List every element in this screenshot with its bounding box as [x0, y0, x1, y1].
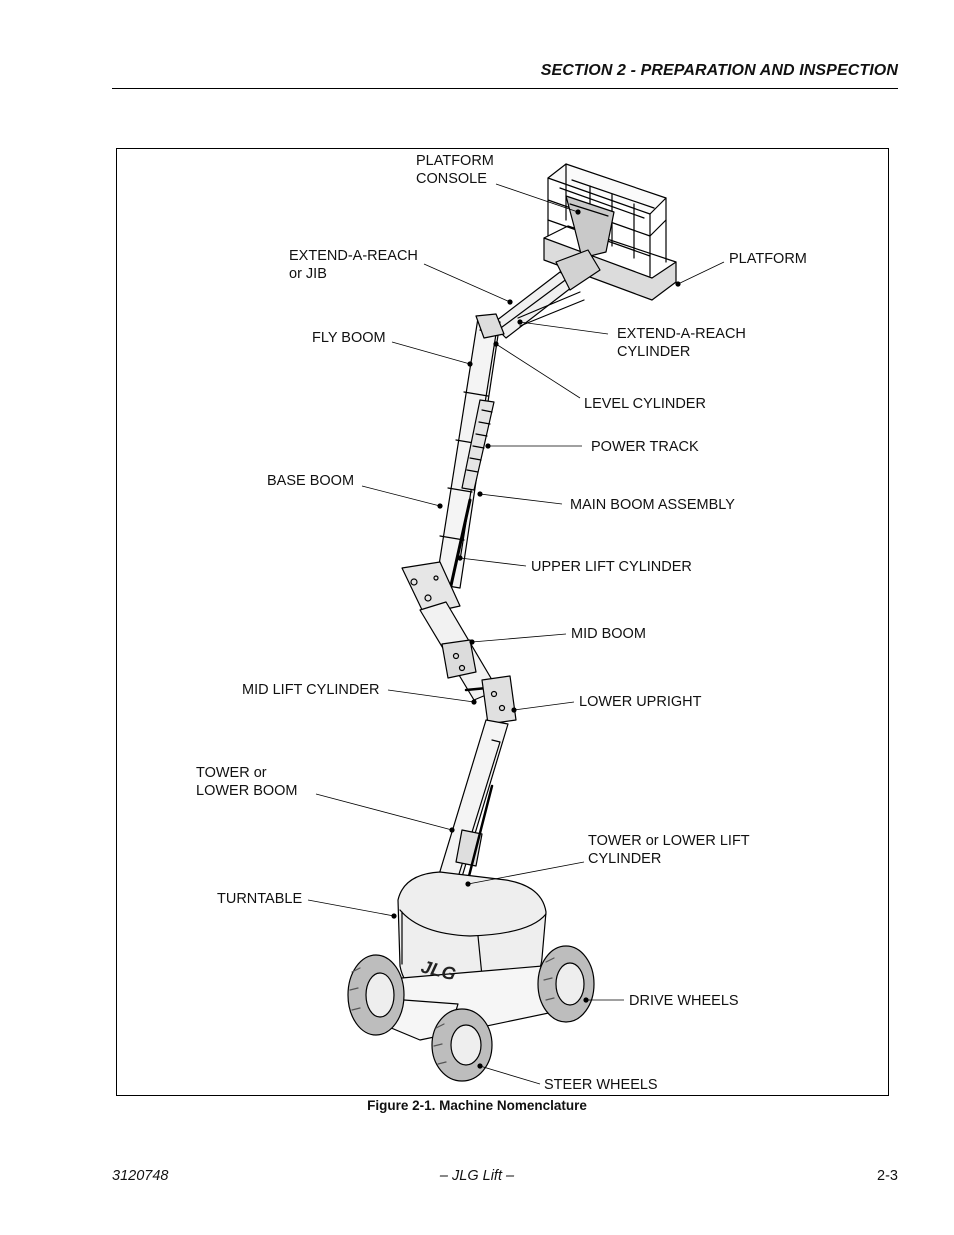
leader-tower-lower-boom	[315, 793, 453, 831]
leader-lower-upright	[513, 701, 575, 711]
upper-knuckle	[401, 561, 461, 615]
main-boom	[435, 313, 505, 592]
footer-center-title: – JLG Lift –	[439, 1168, 515, 1184]
leader-steer-wheels	[479, 1065, 541, 1085]
label-upper-lift-cylinder: UPPER LIFT CYLINDER	[531, 559, 692, 575]
leader-platform-console	[495, 183, 579, 213]
leader-mid-lift-cylinder	[387, 689, 475, 703]
leader-upper-lift-cylinder	[459, 557, 527, 567]
label-drive-wheels: DRIVE WHEELS	[629, 993, 739, 1009]
label-platform: PLATFORM	[729, 251, 807, 267]
label-tower-lower-boom: TOWER or LOWER BOOM	[196, 765, 298, 799]
leader-turntable	[307, 899, 395, 917]
leader-extend-a-reach-cylinder	[519, 321, 609, 335]
label-extend-a-reach-jib: EXTEND-A-REACH or JIB	[289, 248, 418, 282]
leader-base-boom	[361, 485, 441, 507]
figure-frame	[116, 148, 889, 1096]
footer-page-number: 2-3	[877, 1168, 898, 1184]
mid-boom	[419, 601, 510, 701]
label-tower-lower-lift-cylinder: TOWER or LOWER LIFT CYLINDER	[588, 833, 750, 867]
figure-caption: Figure 2-1. Machine Nomenclature	[367, 1098, 587, 1113]
leader-fly-boom	[391, 341, 471, 365]
header-rule	[112, 88, 898, 89]
label-mid-boom: MID BOOM	[571, 626, 646, 642]
label-base-boom: BASE BOOM	[267, 473, 355, 489]
leader-mid-boom	[471, 633, 567, 643]
leader-main-boom-assembly	[479, 493, 563, 505]
label-level-cylinder: LEVEL CYLINDER	[584, 396, 706, 412]
label-mid-lift-cylinder: MID LIFT CYLINDER	[242, 682, 380, 698]
label-platform-console: PLATFORM CONSOLE	[416, 153, 494, 187]
label-fly-boom: FLY BOOM	[312, 330, 386, 346]
label-steer-wheels: STEER WHEELS	[544, 1077, 658, 1093]
lower-upright	[481, 675, 517, 725]
leader-extend-a-reach-jib	[423, 263, 511, 303]
section-header: SECTION 2 - PREPARATION AND INSPECTION	[540, 62, 898, 79]
label-power-track: POWER TRACK	[591, 439, 699, 455]
jib	[491, 249, 601, 339]
leader-platform	[677, 261, 725, 285]
leader-tower-lower-lift-cylinder	[467, 861, 585, 885]
label-turntable: TURNTABLE	[217, 891, 303, 907]
label-lower-upright: LOWER UPRIGHT	[579, 694, 702, 710]
label-main-boom-assembly: MAIN BOOM ASSEMBLY	[570, 497, 735, 513]
footer-doc-number: 3120748	[112, 1168, 169, 1184]
leader-level-cylinder	[495, 343, 581, 399]
wheels	[347, 945, 595, 1082]
label-extend-a-reach-cylinder: EXTEND-A-REACH CYLINDER	[617, 326, 746, 360]
